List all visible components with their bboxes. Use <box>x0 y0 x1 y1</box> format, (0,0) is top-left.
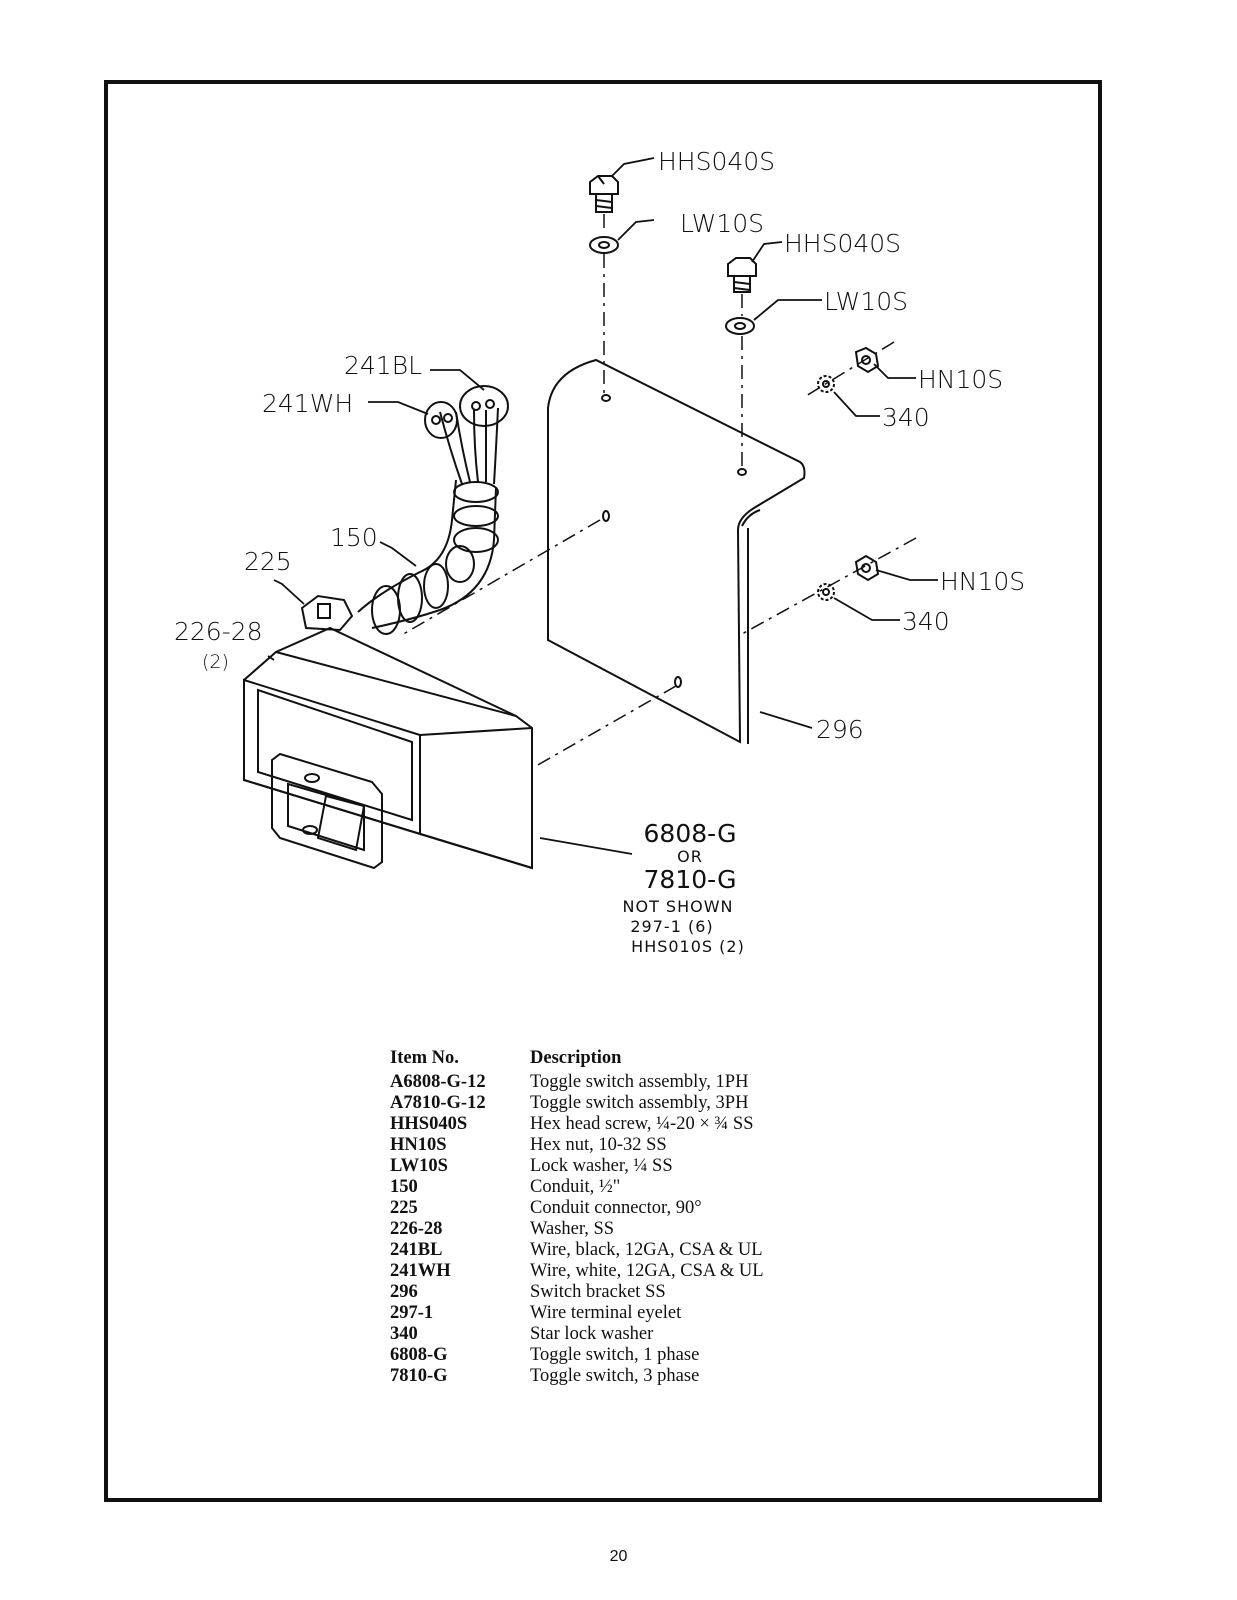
item-number: 296 <box>390 1282 418 1302</box>
table-row: LW10S Lock washer, ¼ SS <box>384 1156 764 1177</box>
not-shown-item-1: 297-1 (6) <box>630 917 713 936</box>
table-row: 297-1 Wire terminal eyelet <box>384 1303 764 1324</box>
table-row: A7810-G-12 Toggle switch assembly, 3PH <box>384 1093 764 1114</box>
item-number: LW10S <box>390 1156 448 1176</box>
star-washer-340-lower <box>817 583 835 601</box>
item-description: Switch bracket SS <box>530 1282 666 1302</box>
table-row: 150 Conduit, ½" <box>384 1177 764 1198</box>
switch-bracket <box>547 358 806 744</box>
item-number: 150 <box>390 1177 418 1197</box>
label-bracket: 296 <box>816 715 864 744</box>
label-nut-upper: HN10S <box>918 365 1003 394</box>
label-screw-right: HHS040S <box>784 229 901 258</box>
toggle-switch-box <box>243 626 533 870</box>
label-screw-top: HHS040S <box>658 147 775 176</box>
label-washer-top: LW10S <box>680 209 764 238</box>
label-connector: 225 <box>244 547 292 576</box>
table-row: HN10S Hex nut, 10-32 SS <box>384 1135 764 1156</box>
screw-hhs040s-top <box>589 175 619 213</box>
lock-washer-lw10s-top <box>589 236 619 254</box>
header-item-no: Item No. <box>390 1048 459 1068</box>
star-washer-340-upper <box>817 375 835 393</box>
item-number: HN10S <box>390 1135 447 1155</box>
lock-washer-lw10s-right <box>725 317 755 335</box>
page-frame <box>104 80 1102 1502</box>
table-row: 296 Switch bracket SS <box>384 1282 764 1303</box>
item-description: Wire, black, 12GA, CSA & UL <box>530 1240 763 1260</box>
label-star-lower: 340 <box>902 607 950 636</box>
item-number: 226-28 <box>390 1219 443 1239</box>
item-description: Lock washer, ¼ SS <box>530 1156 673 1176</box>
hex-nut-hn10s-upper <box>854 346 880 374</box>
item-number: 340 <box>390 1324 418 1344</box>
switch-or: OR <box>677 847 703 866</box>
label-conduit: 150 <box>330 523 378 552</box>
parts-table-header: Item No. Description <box>384 1048 764 1072</box>
table-row: 241WH Wire, white, 12GA, CSA & UL <box>384 1261 764 1282</box>
header-description: Description <box>530 1048 622 1068</box>
switch-callout: 6808-G OR 7810-G NOT SHOWN 297-1 (6) HHS… <box>623 819 745 956</box>
hex-nut-hn10s-lower <box>854 554 880 582</box>
table-row: 6808-G Toggle switch, 1 phase <box>384 1345 764 1366</box>
label-washer-ss-qty: (2) <box>202 651 229 673</box>
table-row: 225 Conduit connector, 90° <box>384 1198 764 1219</box>
label-washer-ss: 226-28 <box>174 617 263 646</box>
screw-hhs040s-right <box>727 257 757 293</box>
conduit-connector <box>300 594 354 632</box>
item-description: Hex head screw, ¼-20 × ¾ SS <box>530 1114 754 1134</box>
label-wire-white: 241WH <box>262 389 353 418</box>
table-row: 7810-G Toggle switch, 3 phase <box>384 1366 764 1387</box>
item-number: HHS040S <box>390 1114 468 1134</box>
table-row: 340 Star lock washer <box>384 1324 764 1345</box>
table-row: 226-28 Washer, SS <box>384 1219 764 1240</box>
item-description: Toggle switch assembly, 1PH <box>530 1072 749 1092</box>
item-description: Wire terminal eyelet <box>530 1303 682 1323</box>
item-description: Toggle switch, 3 phase <box>530 1366 700 1386</box>
label-star-upper: 340 <box>882 403 930 432</box>
switch-option-a: 6808-G <box>644 819 737 848</box>
label-nut-lower: HN10S <box>940 567 1025 596</box>
item-description: Star lock washer <box>530 1324 654 1344</box>
item-number: 241WH <box>390 1261 451 1281</box>
item-description: Toggle switch, 1 phase <box>530 1345 700 1365</box>
not-shown-item-2: HHS010S (2) <box>631 937 745 956</box>
item-number: A7810-G-12 <box>390 1093 486 1113</box>
conduit <box>357 479 499 635</box>
item-description: Wire, white, 12GA, CSA & UL <box>530 1261 764 1281</box>
table-row: 241BL Wire, black, 12GA, CSA & UL <box>384 1240 764 1261</box>
page-number: 20 <box>609 1548 628 1565</box>
item-description: Toggle switch assembly, 3PH <box>530 1093 749 1113</box>
item-number: 297-1 <box>390 1303 434 1323</box>
item-number: 7810-G <box>390 1366 448 1386</box>
toggle-switch-rocker <box>271 752 383 870</box>
item-description: Conduit connector, 90° <box>530 1198 702 1218</box>
label-wire-black: 241BL <box>344 351 422 380</box>
item-description: Hex nut, 10-32 SS <box>530 1135 667 1155</box>
center-lines <box>399 214 917 767</box>
item-description: Washer, SS <box>530 1219 615 1239</box>
item-number: A6808-G-12 <box>390 1072 486 1092</box>
wire-bundle <box>424 385 509 485</box>
item-number: 225 <box>390 1198 418 1218</box>
label-washer-right: LW10S <box>824 287 908 316</box>
item-description: Conduit, ½" <box>530 1177 621 1197</box>
not-shown-title: NOT SHOWN <box>623 897 734 916</box>
leader-lines <box>267 157 938 855</box>
table-row: A6808-G-12 Toggle switch assembly, 1PH <box>384 1072 764 1093</box>
item-number: 6808-G <box>390 1345 448 1365</box>
item-number: 241BL <box>390 1240 443 1260</box>
table-row: HHS040S Hex head screw, ¼-20 × ¾ SS <box>384 1114 764 1135</box>
switch-option-b: 7810-G <box>644 865 737 894</box>
